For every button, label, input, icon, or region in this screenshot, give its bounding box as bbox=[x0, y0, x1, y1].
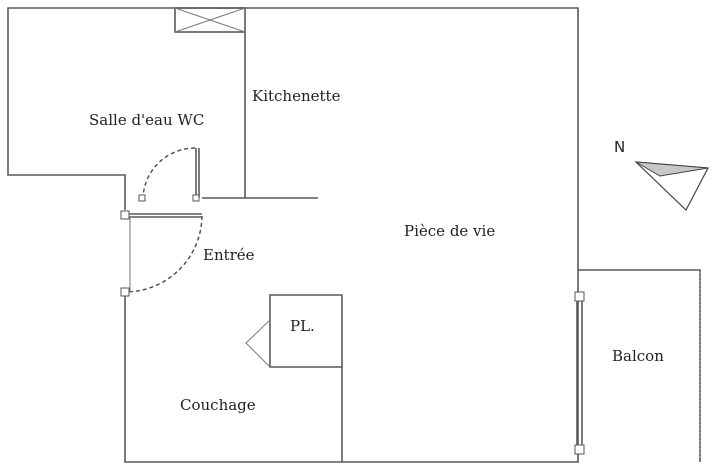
north-label: N bbox=[614, 138, 625, 156]
outer-walls bbox=[7, 7, 579, 463]
entry-door bbox=[120, 210, 203, 297]
label-salle-eau: Salle d'eau WC bbox=[89, 111, 204, 129]
kitchenette-wall bbox=[202, 32, 318, 199]
ventilation-shaft bbox=[174, 7, 246, 33]
label-entree: Entrée bbox=[203, 246, 255, 264]
bathroom-door bbox=[138, 147, 200, 202]
label-placard: PL. bbox=[290, 317, 315, 335]
label-piece-de-vie: Pièce de vie bbox=[404, 222, 495, 240]
label-kitchenette: Kitchenette bbox=[252, 87, 341, 105]
closet bbox=[245, 294, 343, 462]
north-compass: N bbox=[614, 138, 709, 211]
label-balcon: Balcon bbox=[612, 347, 664, 365]
label-couchage: Couchage bbox=[180, 396, 256, 414]
compass-shade bbox=[635, 161, 709, 177]
balcony bbox=[574, 269, 701, 462]
